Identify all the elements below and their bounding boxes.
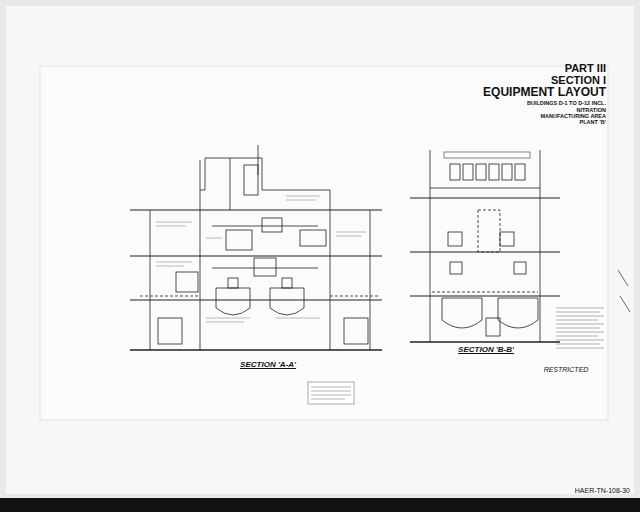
area-name: MANUFACTURING AREA	[541, 113, 607, 119]
building-range: BUILDINGS D-1 TO D-12 INCL.	[527, 100, 606, 106]
part-number: PART III	[565, 62, 606, 74]
section-number: SECTION I	[551, 74, 606, 86]
section-title: SECTION 'B-B'	[458, 346, 514, 355]
classification-stamp: RESTRICTED	[544, 366, 589, 374]
plant-name: PLANT 'B'	[580, 119, 606, 125]
record-number: HAER-TN-108-30	[575, 487, 630, 495]
drawing-title: EQUIPMENT LAYOUT	[483, 86, 606, 99]
area-name: NITRATION	[576, 107, 606, 113]
section-title: SECTION 'A-A'	[240, 361, 296, 370]
